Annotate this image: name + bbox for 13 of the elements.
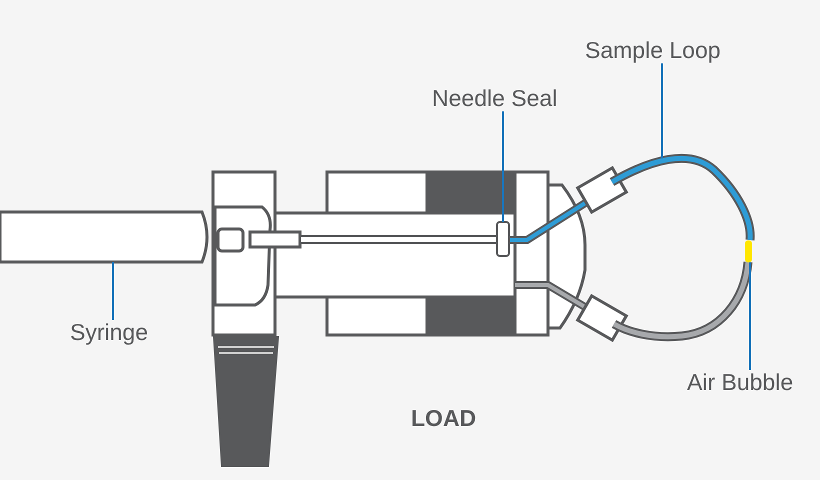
leader-line [112, 262, 114, 320]
leader-line [502, 111, 504, 222]
part-label: Sample Loop [585, 38, 721, 64]
leader-line [749, 262, 751, 370]
air-bubble [745, 240, 752, 262]
syringe-barrel [0, 210, 208, 264]
leader-line [661, 63, 663, 158]
part-label: Air Bubble [687, 370, 794, 396]
needle-seal [496, 221, 510, 257]
part-label: Syringe [70, 320, 148, 346]
mode-label: LOAD [411, 405, 476, 432]
part-label: Needle Seal [432, 86, 558, 112]
sample-loop-tube [608, 154, 755, 342]
